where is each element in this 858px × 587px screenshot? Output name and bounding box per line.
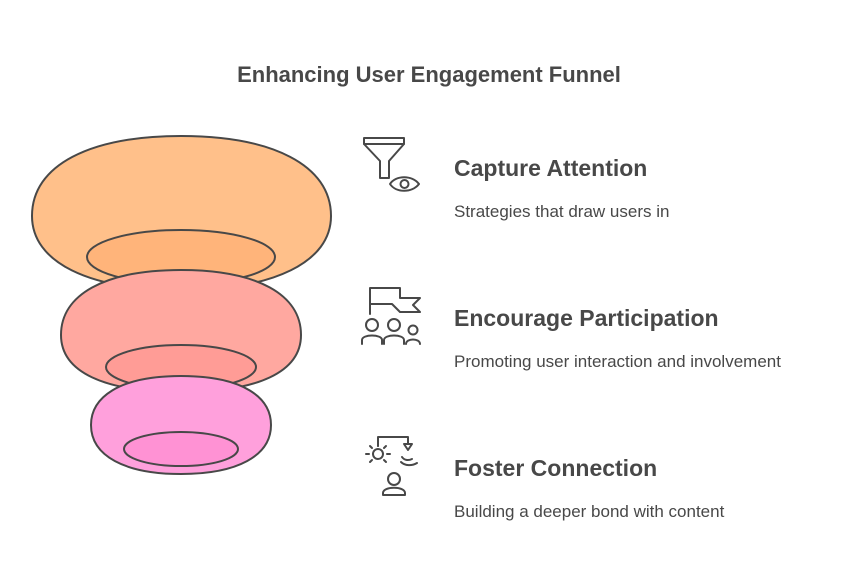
- group-flag-icon: [361, 287, 421, 345]
- funnel-layer-bottom: [89, 374, 273, 476]
- step-title-foster-connection: Foster Connection: [454, 455, 658, 481]
- diagram-title: Enhancing User Engagement Funnel: [237, 62, 621, 87]
- step-desc-encourage-participation: Promoting user interaction and involveme…: [454, 352, 781, 371]
- step-title-encourage-participation: Encourage Participation: [454, 305, 719, 331]
- step-desc-capture-attention: Strategies that draw users in: [454, 202, 670, 221]
- step-desc-foster-connection: Building a deeper bond with content: [454, 502, 725, 521]
- funnel-layer-top: [30, 134, 333, 292]
- funnel-eye-icon: [363, 137, 420, 192]
- funnel-layer-middle: [59, 268, 303, 394]
- person-connection-icon: [365, 436, 418, 496]
- step-title-capture-attention: Capture Attention: [454, 155, 648, 181]
